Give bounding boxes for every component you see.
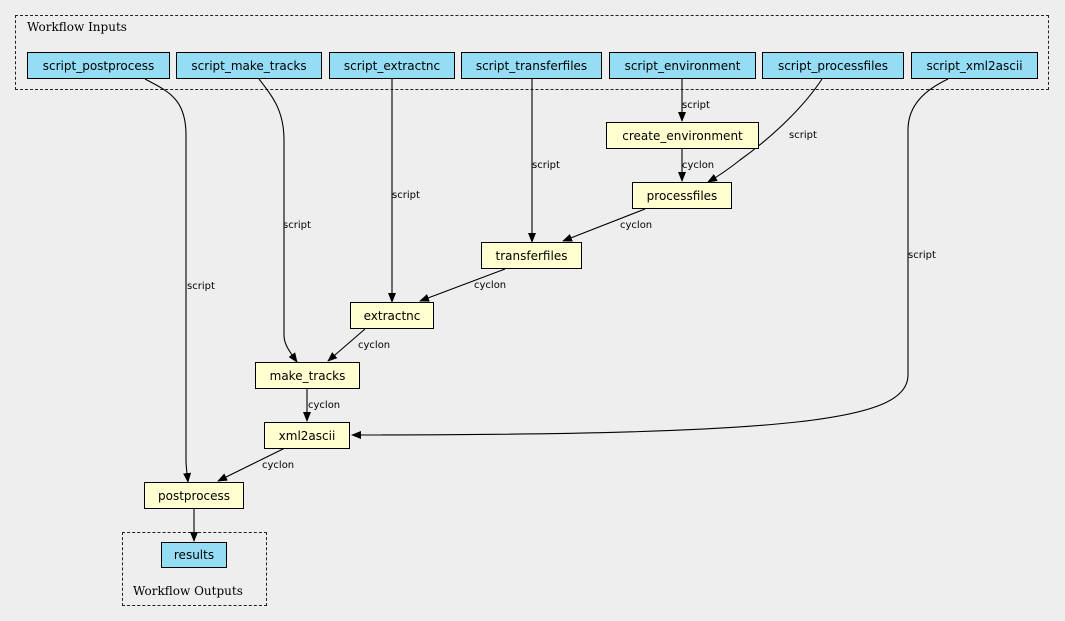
edge-label-script-make-tracks: script bbox=[283, 220, 311, 231]
edge-label-cyclon-transferfiles: cyclon bbox=[620, 220, 652, 231]
edge-label-script-xml2ascii: script bbox=[908, 250, 936, 261]
edge-label-cyclon-extractnc: cyclon bbox=[474, 280, 506, 291]
edge-xml2ascii-postprocess bbox=[217, 447, 286, 482]
node-script-transferfiles[interactable]: script_transferfiles bbox=[461, 52, 602, 79]
node-script-make-tracks[interactable]: script_make_tracks bbox=[176, 52, 322, 79]
edge-label-script-processfiles: script bbox=[789, 130, 817, 141]
edge-label-script-postprocess: script bbox=[187, 281, 215, 292]
node-script-environment[interactable]: script_environment bbox=[609, 52, 756, 79]
edge-label-script-extractnc: script bbox=[392, 190, 420, 201]
workflow-inputs-label: Workflow Inputs bbox=[27, 20, 127, 34]
node-script-extractnc[interactable]: script_extractnc bbox=[329, 52, 455, 79]
edge-script-xml2ascii bbox=[351, 78, 949, 439]
node-create-environment[interactable]: create_environment bbox=[606, 122, 759, 149]
edge-label-cyclon-postprocess: cyclon bbox=[262, 460, 294, 471]
node-xml2ascii[interactable]: xml2ascii bbox=[264, 422, 350, 449]
node-script-postprocess[interactable]: script_postprocess bbox=[27, 52, 170, 79]
node-extractnc[interactable]: extractnc bbox=[350, 302, 434, 329]
edge-label-cyclon-xml2ascii: cyclon bbox=[308, 400, 340, 411]
node-script-processfiles[interactable]: script_processfiles bbox=[762, 52, 904, 79]
edge-script-processfiles bbox=[707, 78, 823, 183]
node-postprocess[interactable]: postprocess bbox=[144, 482, 244, 509]
workflow-outputs-label: Workflow Outputs bbox=[133, 584, 243, 598]
edge-transferfiles-extractnc bbox=[419, 268, 506, 302]
node-processfiles[interactable]: processfiles bbox=[632, 182, 732, 209]
edge-script-make-tracks bbox=[258, 78, 298, 363]
node-transferfiles[interactable]: transferfiles bbox=[481, 242, 582, 269]
edge-processfiles-transferfiles bbox=[562, 208, 646, 242]
edge-extractnc-make-tracks bbox=[327, 328, 366, 362]
node-script-xml2ascii[interactable]: script_xml2ascii bbox=[911, 52, 1038, 79]
node-results[interactable]: results bbox=[161, 542, 227, 568]
edge-label-cyclon-make-tracks: cyclon bbox=[358, 340, 390, 351]
edge-label-script-transferfiles: script bbox=[532, 160, 560, 171]
edge-label-cyclon-processfiles: cyclon bbox=[682, 160, 714, 171]
edge-label-script-environment: script bbox=[682, 100, 710, 111]
edge-script-postprocess bbox=[144, 78, 192, 483]
node-make-tracks[interactable]: make_tracks bbox=[255, 362, 360, 389]
